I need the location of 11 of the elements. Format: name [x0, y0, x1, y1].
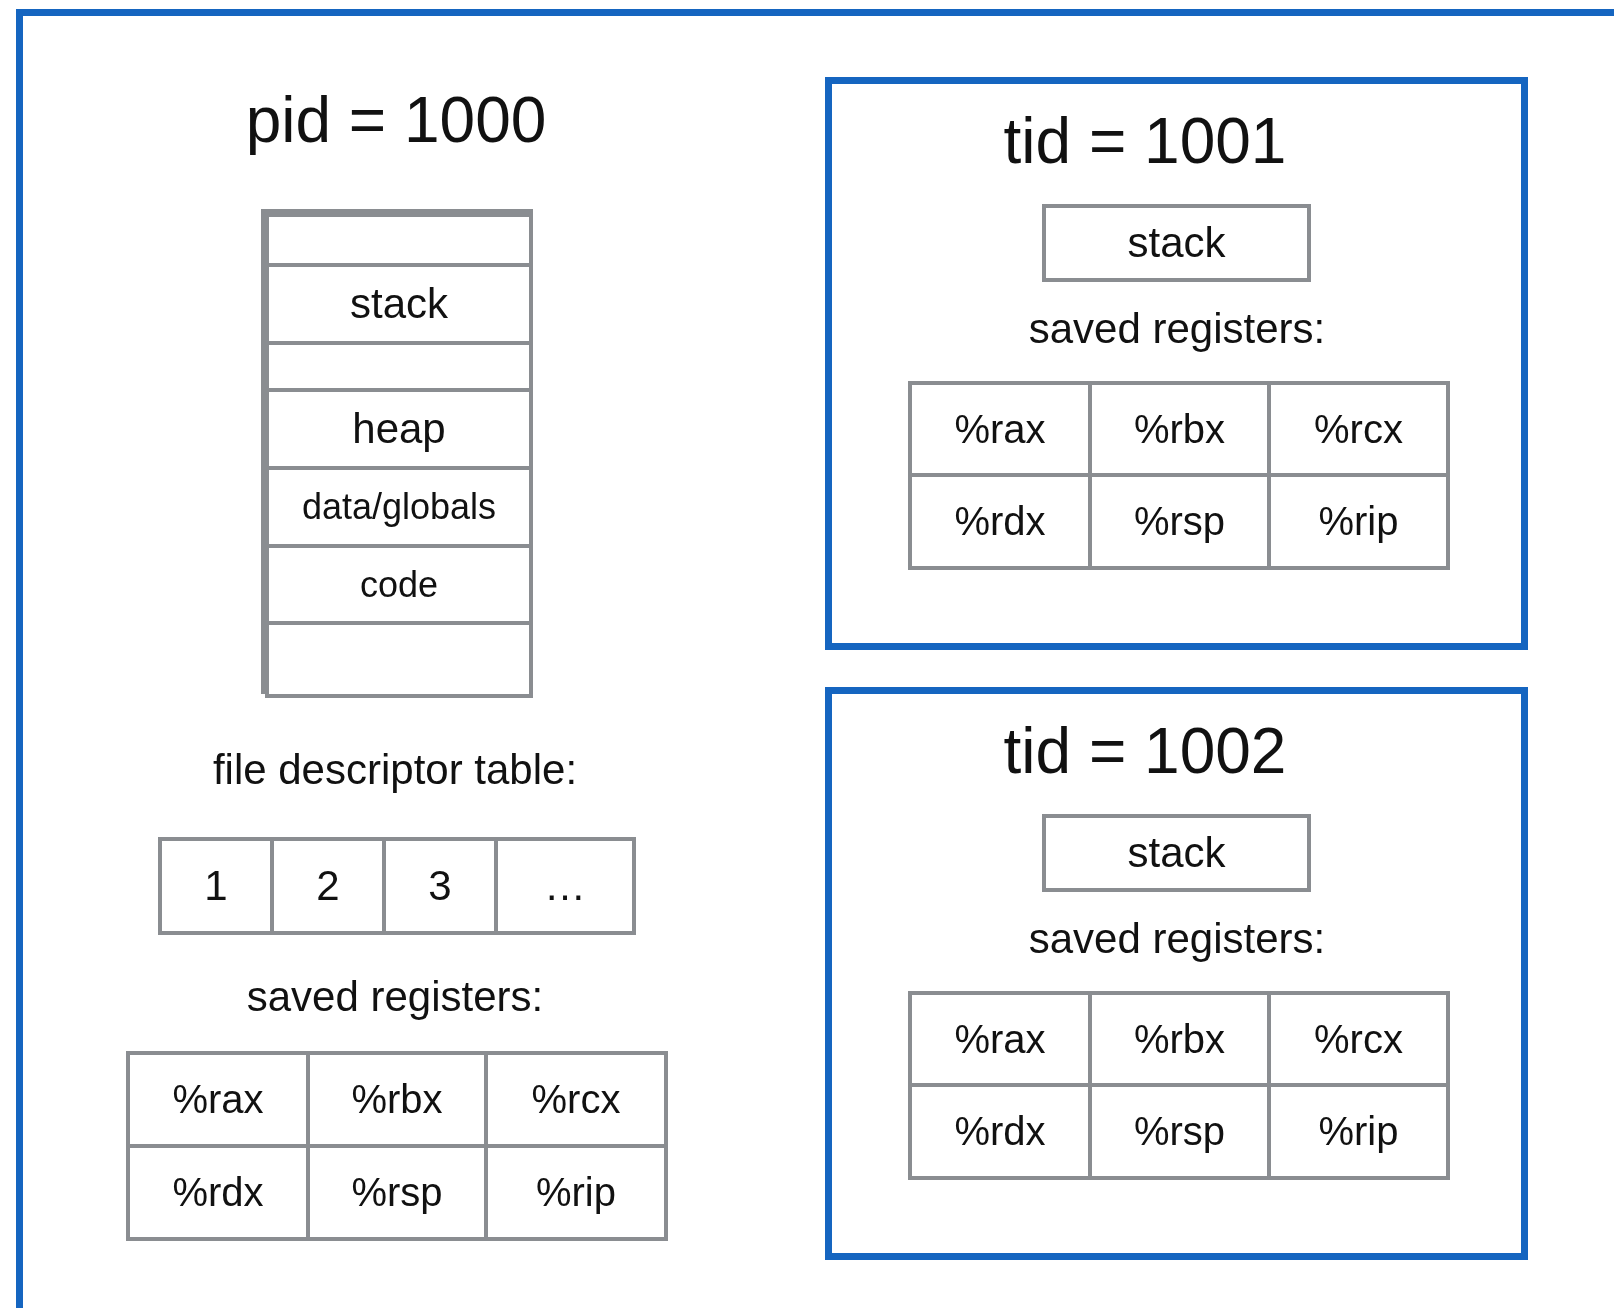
thread-box [825, 687, 1528, 1260]
box-heading: tid = 1001 [1003, 109, 1287, 173]
box-heading: tid = 1002 [1003, 719, 1287, 783]
thread-box [825, 77, 1528, 650]
table-heading: saved registers: [1028, 918, 1326, 960]
process-box [16, 9, 1614, 1308]
table-heading: saved registers: [1028, 308, 1326, 350]
stack-box: stack [1042, 204, 1311, 282]
table-heading: saved registers: [246, 976, 544, 1018]
stack-box: stack [1042, 814, 1311, 892]
table-heading: file descriptor table: [212, 749, 578, 791]
